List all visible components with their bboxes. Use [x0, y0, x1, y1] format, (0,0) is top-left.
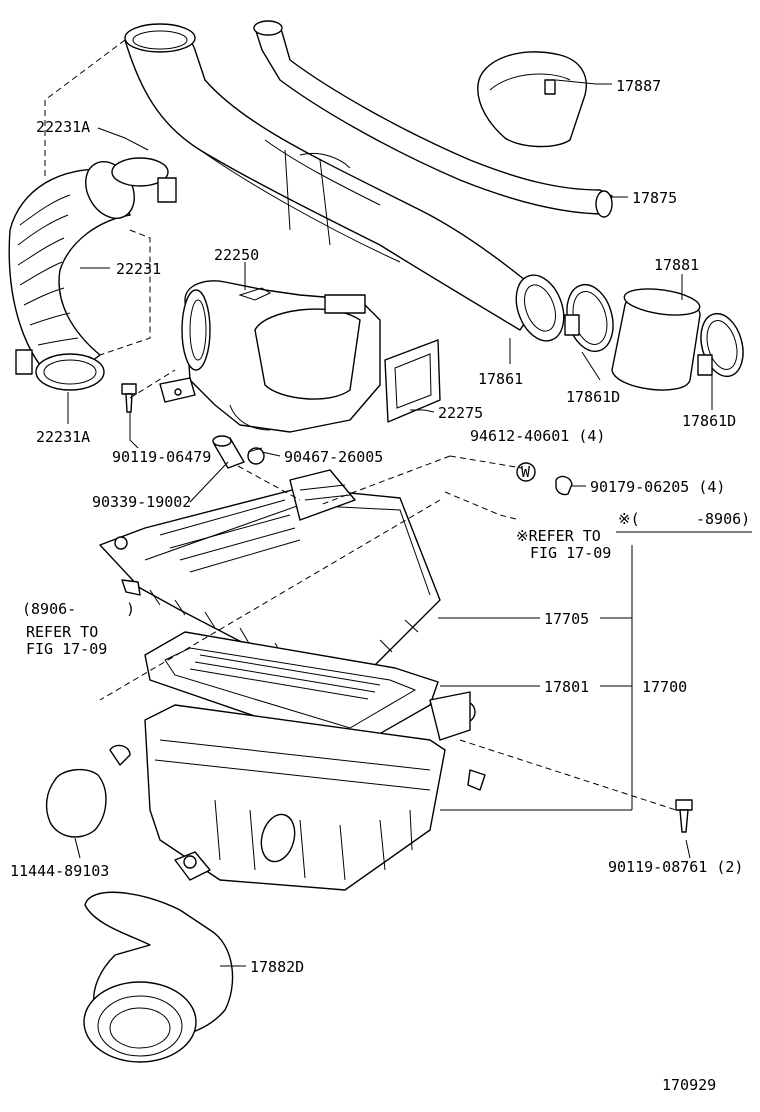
filter-element-17801 — [144, 631, 439, 746]
label-17861D-a: 17861D — [566, 388, 620, 406]
cap-11444-89103 — [45, 768, 107, 838]
hose-22231 — [8, 157, 177, 391]
washer-letter: W — [521, 463, 531, 481]
label-90119-06479: 90119-06479 — [112, 448, 211, 466]
note-date-end: -8906) — [696, 510, 750, 528]
label-90119-08761: 90119-08761 (2) — [608, 858, 743, 876]
gasket-22275 — [384, 339, 441, 423]
label-22231A-top: 22231A — [36, 118, 90, 136]
cleaner-cap-17705 — [99, 469, 441, 691]
sleeve-17881 — [611, 288, 701, 391]
cleaner-case — [109, 691, 486, 891]
labels: 17887 17875 22231A 22231 22250 17881 178… — [10, 77, 750, 1094]
label-17861D-b: 17861D — [682, 412, 736, 430]
note-8906-close: ) — [126, 600, 135, 618]
label-11444-89103: 11444-89103 — [10, 862, 109, 880]
label-17700: 17700 — [642, 678, 687, 696]
label-17875: 17875 — [632, 189, 677, 207]
washer-94612-40601: W — [516, 462, 536, 482]
clamp-17861D-right — [697, 312, 744, 378]
collar-90339-19002 — [212, 435, 245, 469]
label-22231A-bottom: 22231A — [36, 428, 90, 446]
elbow-hose-17882D — [83, 891, 234, 1063]
label-17801: 17801 — [544, 678, 589, 696]
refer-right-line1: ※REFER TO — [516, 527, 601, 545]
refer-right-line2: FIG 17-09 — [530, 544, 611, 562]
airflow-meter-22250 — [159, 280, 381, 433]
label-17881: 17881 — [654, 256, 699, 274]
label-94612-40601: 94612-40601 (4) — [470, 427, 605, 445]
note-date-start: ※( — [618, 510, 640, 528]
clamp-17861D-left — [564, 283, 614, 353]
dashed-lines — [44, 39, 677, 811]
intake-duct-17861 — [124, 23, 565, 342]
bolt-90119-06479 — [121, 383, 137, 413]
label-17882D: 17882D — [250, 958, 304, 976]
label-90467-26005: 90467-26005 — [284, 448, 383, 466]
label-90339-19002: 90339-19002 — [92, 493, 191, 511]
note-8906-open: (8906- — [22, 600, 76, 618]
bolt-90119-08761 — [675, 799, 693, 833]
band-17887 — [477, 51, 587, 148]
refer-left-line2: FIG 17-09 — [26, 640, 107, 658]
label-22250: 22250 — [214, 246, 259, 264]
label-17861: 17861 — [478, 370, 523, 388]
label-17705: 17705 — [544, 610, 589, 628]
refer-left-line1: REFER TO — [26, 623, 98, 641]
label-17887: 17887 — [616, 77, 661, 95]
label-90179-06205: 90179-06205 (4) — [590, 478, 725, 496]
label-22231: 22231 — [116, 260, 161, 278]
label-22275: 22275 — [438, 404, 483, 422]
grommet-90179-06205 — [555, 475, 573, 496]
hose-17875 — [253, 20, 613, 218]
clip-90467-26005 — [247, 447, 265, 465]
leader-lines — [67, 79, 752, 967]
figure-number: 170929 — [662, 1076, 716, 1094]
